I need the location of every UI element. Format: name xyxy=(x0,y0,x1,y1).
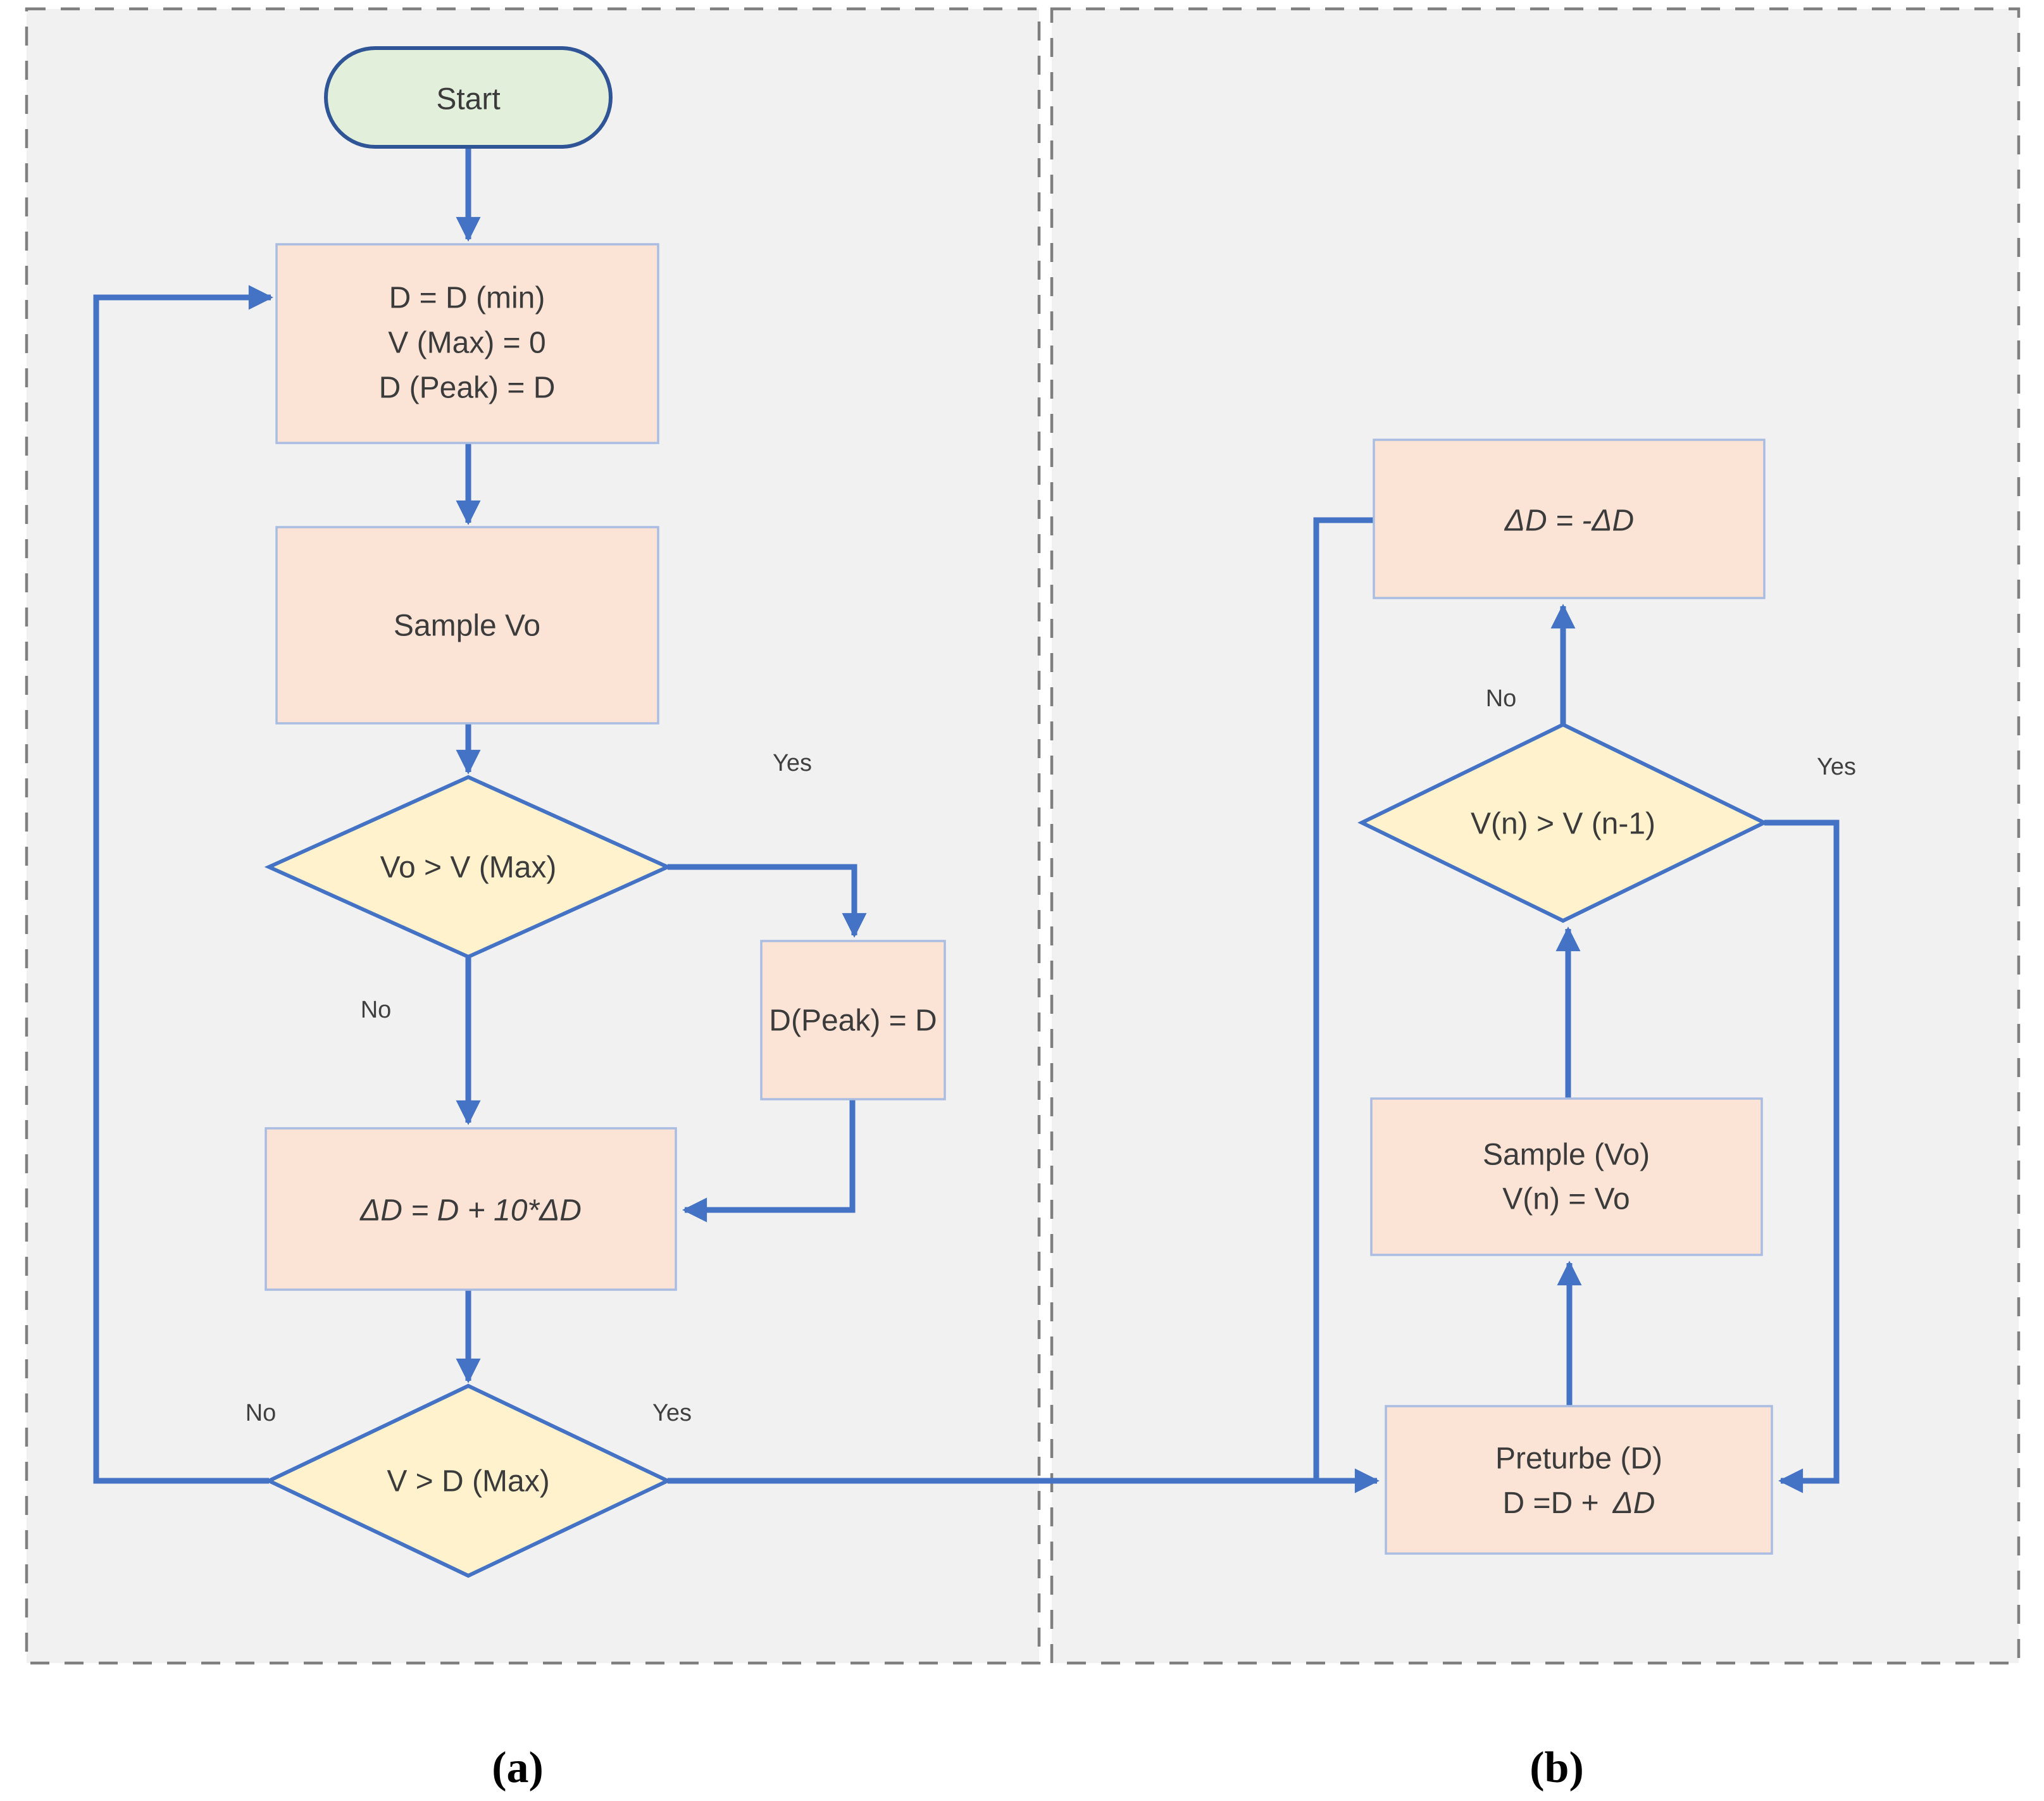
dpeak-box xyxy=(760,940,946,1100)
start-node xyxy=(324,46,613,149)
sample-box-b-line2: V(n) = Vo xyxy=(1502,1183,1630,1216)
dpeak-box-label: D(Peak) = D xyxy=(769,1004,937,1038)
arrow-decision2-no-loop xyxy=(93,285,273,1484)
delta-update-box xyxy=(265,1127,677,1291)
sample-box-a xyxy=(275,526,659,725)
caption-b: (b) xyxy=(1530,1743,1584,1792)
decision-v-dmax xyxy=(265,1383,672,1578)
decision1-yes-label: Yes xyxy=(773,750,812,776)
perturb-box xyxy=(1385,1405,1773,1555)
arrow-dpeak-to-delta xyxy=(682,1099,856,1223)
decision2-no-label: No xyxy=(246,1400,277,1426)
decision-vn xyxy=(1357,722,1769,923)
decision2-yes-label: Yes xyxy=(652,1400,692,1426)
arrow-decision1-yes xyxy=(668,864,867,938)
delta-update-box-label: ΔD = D + 10*ΔD xyxy=(359,1194,582,1228)
caption-a: (a) xyxy=(492,1743,544,1792)
negate-delta-box-label: ΔD = -ΔD xyxy=(1504,504,1634,538)
init-box-line1: D = D (min) xyxy=(389,282,545,315)
perturb-box-line1: Preturbe (D) xyxy=(1495,1442,1662,1476)
init-box xyxy=(275,243,659,444)
start-label: Start xyxy=(436,83,500,116)
perturb-box-line2: D =D + ΔD xyxy=(1503,1486,1655,1520)
decision1-no-label: No xyxy=(361,997,392,1023)
arrow-decision3-yes-to-perturb xyxy=(1764,819,1840,1493)
init-box-line3: D (Peak) = D xyxy=(379,371,556,405)
sample-box-a-label: Sample Vo xyxy=(394,609,540,643)
decision-v-dmax-label: V > D (Max) xyxy=(387,1465,549,1499)
init-box-line2: V (Max) = 0 xyxy=(388,327,545,360)
decision-vo-vmax xyxy=(264,775,673,959)
perturb-line2-delta: ΔD xyxy=(1612,1486,1655,1520)
line-negate-loop-to-perturb xyxy=(1313,517,1374,1481)
perturb-line2-prefix: D =D + xyxy=(1503,1486,1599,1520)
sample-box-b-line1: Sample (Vo) xyxy=(1483,1138,1650,1172)
sample-box-b xyxy=(1370,1097,1763,1256)
decision-vo-vmax-label: Vo > V (Max) xyxy=(380,851,557,885)
decision-vn-label: V(n) > V (n-1) xyxy=(1471,807,1655,841)
decision-vn-yes-label: Yes xyxy=(1817,754,1856,780)
negate-delta-box xyxy=(1373,439,1766,599)
decision-vn-no-label: No xyxy=(1486,685,1517,712)
